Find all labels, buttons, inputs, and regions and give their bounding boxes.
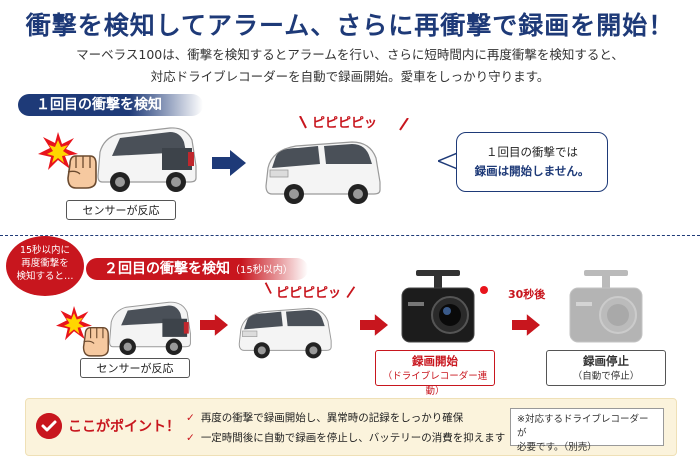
impact-burst-icon bbox=[56, 306, 92, 341]
point-item-2: ✓一定時間後に自動で録画を停止し、バッテリーの消費を抑えます bbox=[186, 432, 506, 444]
recording-dot-icon bbox=[480, 286, 488, 294]
description-line-2: 対応ドライブレコーダーを自動で録画開始。愛車をしっかり守ります。 bbox=[150, 69, 550, 84]
fist-icon bbox=[82, 326, 109, 357]
right-arrow-icon bbox=[512, 314, 540, 336]
point-title: ここがポイント！ bbox=[68, 419, 180, 435]
check-icon: ✓ bbox=[186, 412, 195, 424]
minivan-icon bbox=[238, 307, 332, 359]
minivan-icon bbox=[109, 301, 191, 356]
step-divider bbox=[0, 235, 700, 236]
step2-heading: ２回目の衝撃を検知（15秒以内） bbox=[86, 258, 308, 280]
right-arrow-icon bbox=[200, 314, 228, 336]
compatibility-note: ※対応するドライブレコーダーが 必要です。（別売） bbox=[510, 408, 664, 453]
after-30s-label: 30秒後 bbox=[508, 288, 546, 301]
step2-sensor-label: センサーが反応 bbox=[80, 358, 190, 378]
check-icon bbox=[36, 413, 62, 439]
bubble-line-1: １回目の衝撃では bbox=[486, 145, 578, 159]
minivan-icon bbox=[97, 127, 197, 192]
check-icon: ✓ bbox=[186, 432, 195, 444]
point-box: ここがポイント！ ✓再度の衝撃で録画開始し、異常時の記録をしっかり確保 ✓一定時… bbox=[25, 398, 677, 456]
dashcam-icon bbox=[401, 270, 475, 343]
step1-beep-text: ピピピピッ bbox=[312, 116, 378, 131]
recording-start-label: 録画開始 （ドライブレコーダー連動） bbox=[375, 350, 495, 397]
beep-mark-icon bbox=[346, 286, 356, 298]
right-arrow-icon bbox=[360, 314, 388, 336]
step2-beep-text: ピピピピッ bbox=[276, 286, 342, 301]
step1-sensor-label: センサーが反応 bbox=[66, 200, 176, 220]
fist-icon bbox=[67, 155, 97, 189]
bubble-line-2: 録画は開始しません。 bbox=[474, 164, 590, 178]
dashcam-icon bbox=[569, 270, 643, 343]
beep-mark-icon bbox=[264, 282, 272, 294]
description-line-1: マーベラス100は、衝撃を検知するとアラームを行い、さらに短時間内に再度衝撃を検… bbox=[76, 47, 624, 62]
minivan-icon bbox=[265, 141, 381, 204]
page-title: 衝撃を検知してアラーム、さらに再衝撃で録画を開始！ bbox=[25, 11, 675, 40]
beep-mark-icon bbox=[299, 116, 307, 129]
step1-heading: １回目の衝撃を検知 bbox=[18, 94, 203, 116]
impact-burst-icon bbox=[38, 132, 78, 170]
beep-mark-icon bbox=[399, 118, 409, 131]
condition-note-badge: 15秒以内に 再度衝撃を 検知すると… bbox=[6, 236, 84, 296]
recording-stop-label: 録画停止 （自動で停止） bbox=[546, 350, 666, 386]
right-arrow-icon bbox=[212, 150, 246, 176]
point-item-1: ✓再度の衝撃で録画開始し、異常時の記録をしっかり確保 bbox=[186, 412, 464, 424]
step1-speech-bubble: １回目の衝撃では 録画は開始しません。 bbox=[456, 132, 608, 192]
